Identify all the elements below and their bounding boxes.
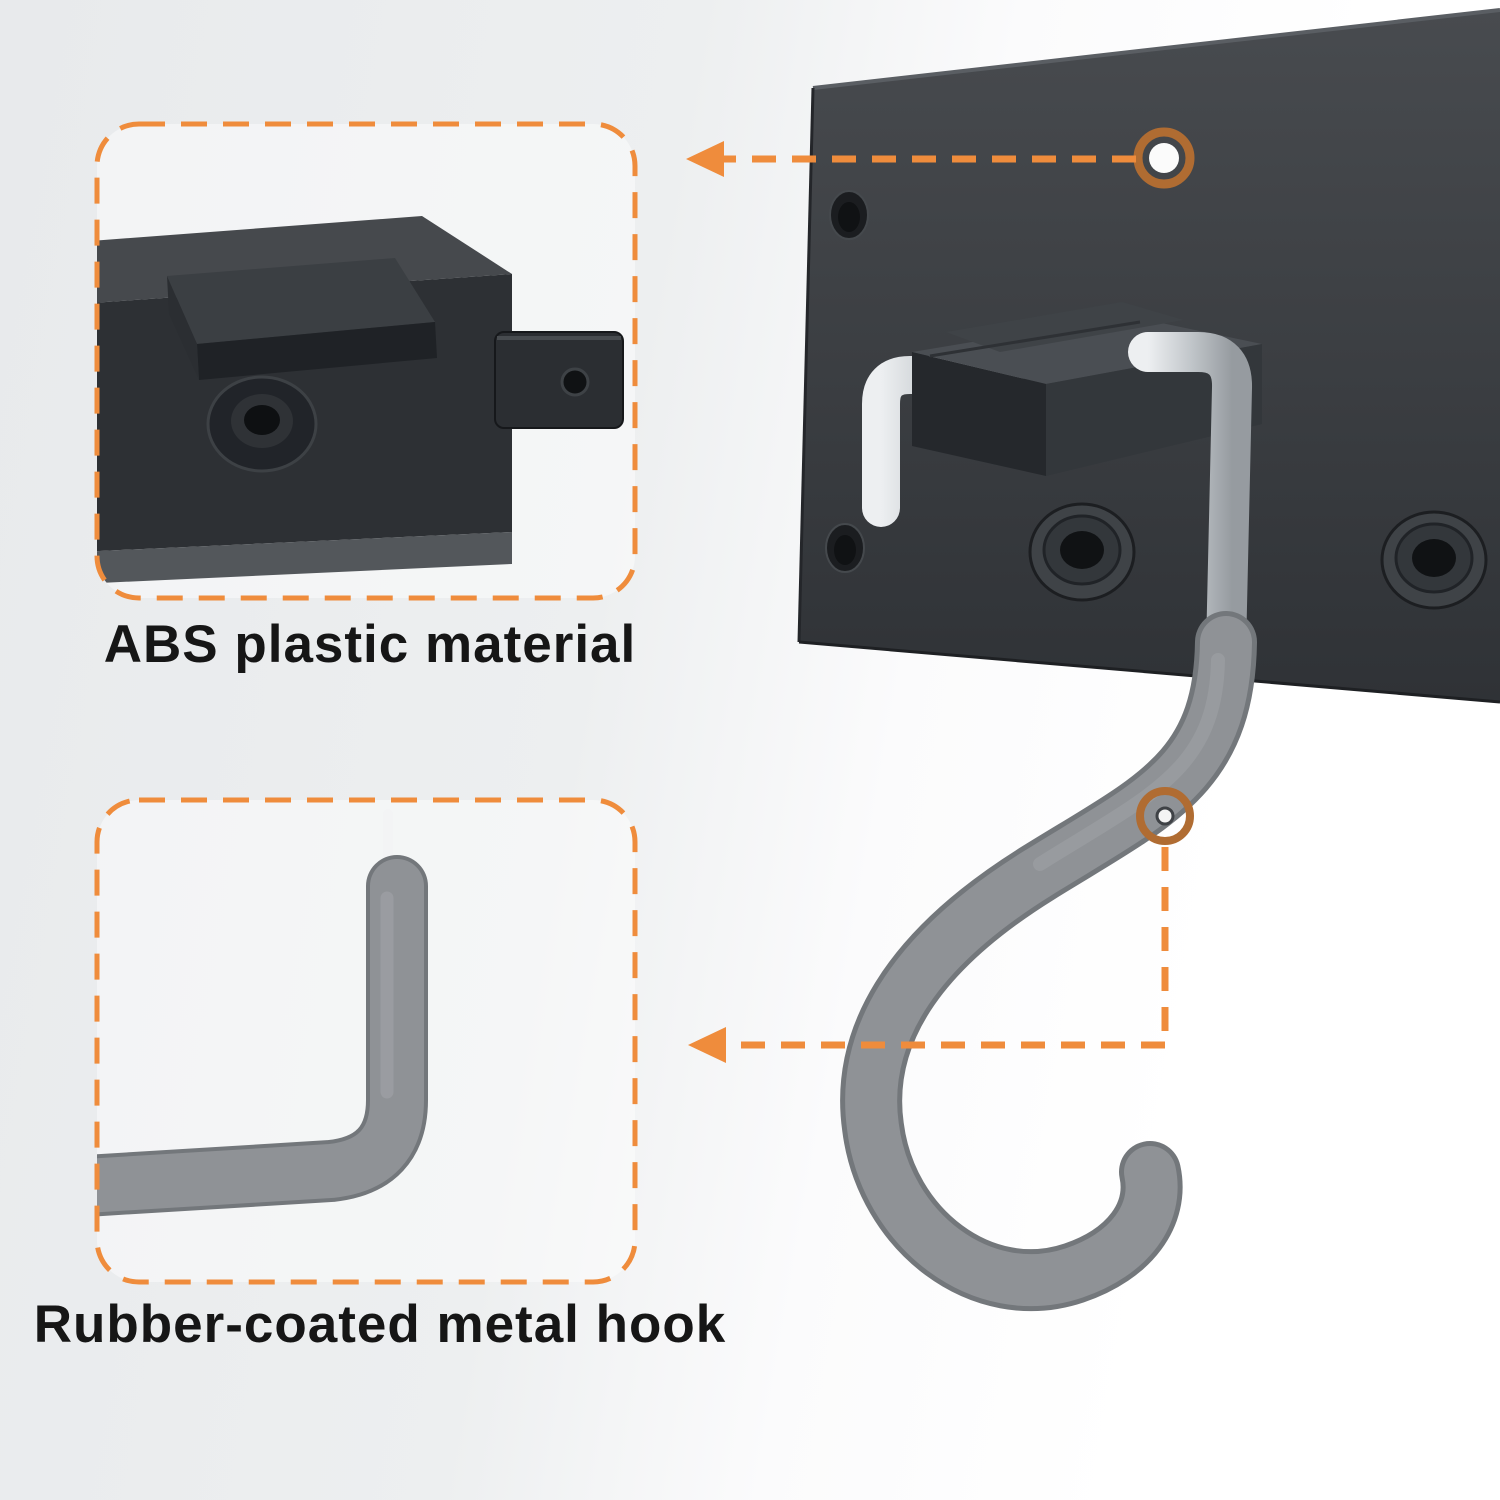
mounting-hole-top — [1133, 127, 1195, 189]
highlight-ring-icon — [1133, 127, 1195, 189]
metal-hook-right-arm — [1128, 332, 1252, 670]
rubber-hook-zoom — [97, 800, 428, 1217]
screw-boss-right — [1380, 510, 1488, 610]
dashed-arrow-abs — [686, 141, 1136, 177]
callout-box-abs-border — [94, 121, 638, 601]
metal-hook-left-stub — [862, 356, 1024, 527]
screw-boss-left — [1028, 502, 1136, 602]
dashed-arrow-hook — [688, 847, 1169, 1063]
arrow-left-icon — [686, 141, 724, 177]
abs-part-zoom — [97, 216, 624, 584]
countersunk-hole-bottom-left — [825, 523, 865, 573]
callout-label-abs: ABS plastic material — [103, 615, 637, 674]
rubber-hook — [840, 611, 1257, 1312]
hook-hole — [1136, 787, 1194, 845]
callout-box-hook-border — [94, 797, 638, 1285]
highlight-ring-icon — [1136, 787, 1194, 845]
countersunk-hole-top-left — [829, 190, 869, 240]
callout-label-hook: Rubber-coated metal hook — [33, 1295, 727, 1354]
arrow-left-icon — [688, 1027, 726, 1063]
